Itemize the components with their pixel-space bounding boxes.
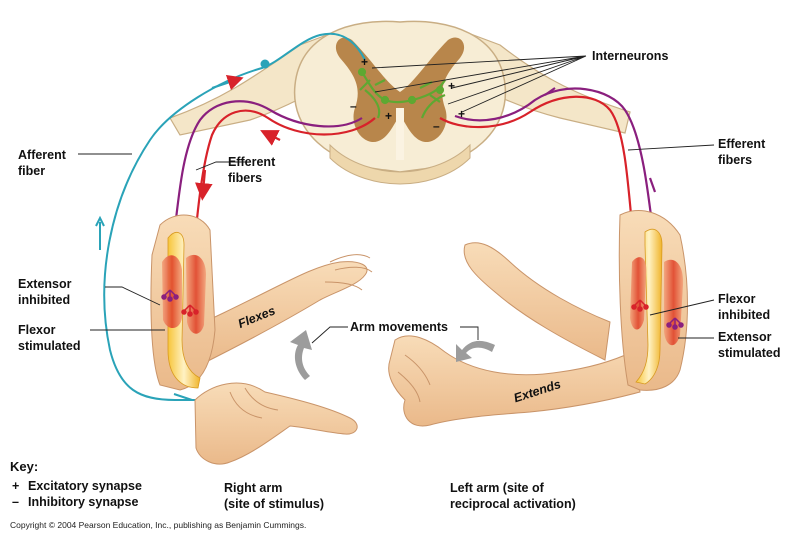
grey-matter <box>335 37 465 143</box>
label-extensor-stimulated-2: stimulated <box>718 346 781 360</box>
label-efferent-right-2: fibers <box>718 153 753 167</box>
leader-lines <box>78 55 715 344</box>
spinal-cord <box>293 20 507 185</box>
plus-sign: + <box>448 79 455 93</box>
label-flexor-inhibited-2: inhibited <box>718 308 771 322</box>
key-title: Key: <box>10 459 39 474</box>
minus-sign: – <box>350 99 357 113</box>
label-right-arm-2: (site of stimulus) <box>224 497 325 511</box>
label-flexor-stimulated-1: Flexor <box>18 323 56 337</box>
key-text-excitatory: Excitatory synapse <box>28 479 142 493</box>
copyright: Copyright © 2004 Pearson Education, Inc.… <box>10 520 307 530</box>
minus-sign: – <box>433 119 440 133</box>
interneurons <box>357 67 446 119</box>
label-arm-movements: Arm movements <box>350 320 448 334</box>
plus-sign: + <box>385 109 392 123</box>
label-afferent-fiber-2: fiber <box>18 164 46 178</box>
afferent-fiber <box>95 32 366 401</box>
label-flexor-stimulated-2: stimulated <box>18 339 81 353</box>
key-text-inhibitory: Inhibitory synapse <box>28 495 139 509</box>
key-symbol-excitatory: + <box>12 479 20 493</box>
synapse-signs: + – + + – + <box>350 55 465 133</box>
label-flexor-inhibited-1: Flexor <box>718 292 756 306</box>
label-extensor-inhibited-2: inhibited <box>18 293 71 307</box>
plus-sign: + <box>458 107 465 121</box>
movement-arrows <box>290 330 495 380</box>
left-arm <box>388 210 688 427</box>
label-extensor-stimulated-1: Extensor <box>718 330 772 344</box>
label-extensor-inhibited-1: Extensor <box>18 277 72 291</box>
key-symbol-inhibitory: – <box>12 495 19 509</box>
label-efferent-left-1: Efferent <box>228 155 276 169</box>
plus-sign: + <box>361 55 368 69</box>
label-efferent-right-1: Efferent <box>718 137 766 151</box>
label-efferent-left-2: fibers <box>228 171 263 185</box>
label-interneurons: Interneurons <box>592 49 669 63</box>
label-left-arm-2: reciprocal activation) <box>450 497 576 511</box>
label-afferent-fiber-1: Afferent <box>18 148 66 162</box>
label-left-arm-1: Left arm (site of <box>450 481 544 495</box>
label-right-arm-1: Right arm <box>224 481 283 495</box>
right-arm <box>150 214 373 465</box>
